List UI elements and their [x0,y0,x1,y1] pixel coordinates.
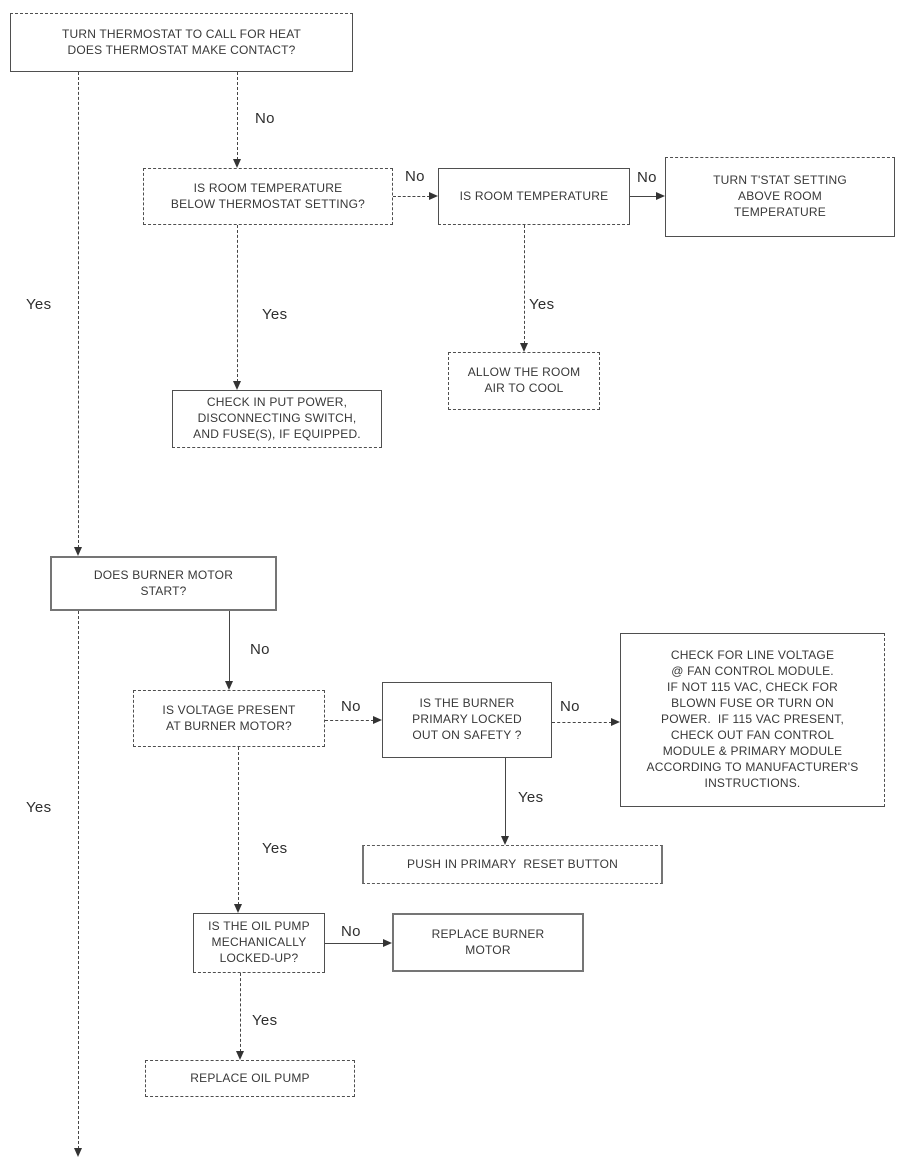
edge-label: No [250,641,270,658]
connector-line [238,747,239,905]
arrowhead-down-icon [236,1051,244,1060]
arrowhead-down-icon [225,681,233,690]
connector-line [325,943,384,944]
arrowhead-down-icon [520,343,528,352]
edge-label: Yes [26,799,52,816]
edge-label: No [405,168,425,185]
node-burner-motor-start: DOES BURNER MOTOR START? [50,556,277,611]
node-check-line-voltage: CHECK FOR LINE VOLTAGE @ FAN CONTROL MOD… [620,633,885,807]
connector-line [325,720,374,721]
arrowhead-down-icon [74,547,82,556]
node-oil-pump-locked: IS THE OIL PUMP MECHANICALLY LOCKED-UP? [193,913,325,973]
connector-line [78,72,79,548]
node-push-reset-button: PUSH IN PRIMARY RESET BUTTON [362,845,663,884]
edge-label: Yes [262,840,288,857]
node-primary-locked-out: IS THE BURNER PRIMARY LOCKED OUT ON SAFE… [382,682,552,758]
connector-line [524,225,525,344]
arrowhead-right-icon [383,939,392,947]
connector-line [630,196,657,197]
connector-line [552,722,612,723]
connector-line [237,72,238,160]
arrowhead-right-icon [373,716,382,724]
edge-label: No [560,698,580,715]
node-voltage-at-burner: IS VOLTAGE PRESENT AT BURNER MOTOR? [133,690,325,747]
arrowhead-right-icon [429,192,438,200]
edge-label: No [637,169,657,186]
connector-line [240,973,241,1052]
connector-line [78,611,79,1149]
edge-label: Yes [529,296,555,313]
connector-line [505,758,506,837]
node-room-temperature: IS ROOM TEMPERATURE [438,168,630,225]
node-replace-oil-pump: REPLACE OIL PUMP [145,1060,355,1097]
node-room-temp-below: IS ROOM TEMPERATURE BELOW THERMOSTAT SET… [143,168,393,225]
arrowhead-down-icon [74,1148,82,1157]
node-replace-burner-motor: REPLACE BURNER MOTOR [392,913,584,972]
arrowhead-down-icon [233,381,241,390]
node-allow-room-cool: ALLOW THE ROOM AIR TO COOL [448,352,600,410]
arrowhead-right-icon [656,192,665,200]
arrowhead-down-icon [233,159,241,168]
node-check-input-power: CHECK IN PUT POWER, DISCONNECTING SWITCH… [172,390,382,448]
edge-label: Yes [518,789,544,806]
connector-line [393,196,430,197]
edge-label: No [341,698,361,715]
edge-label: No [255,110,275,127]
edge-label: Yes [252,1012,278,1029]
edge-label: Yes [262,306,288,323]
edge-label: No [341,923,361,940]
arrowhead-right-icon [611,718,620,726]
arrowhead-down-icon [501,836,509,845]
arrowhead-down-icon [234,904,242,913]
connector-line [229,611,230,682]
node-thermostat-contact: TURN THERMOSTAT TO CALL FOR HEAT DOES TH… [10,13,353,72]
connector-line [237,225,238,382]
node-tstat-above-room: TURN T'STAT SETTING ABOVE ROOM TEMPERATU… [665,157,895,237]
edge-label: Yes [26,296,52,313]
